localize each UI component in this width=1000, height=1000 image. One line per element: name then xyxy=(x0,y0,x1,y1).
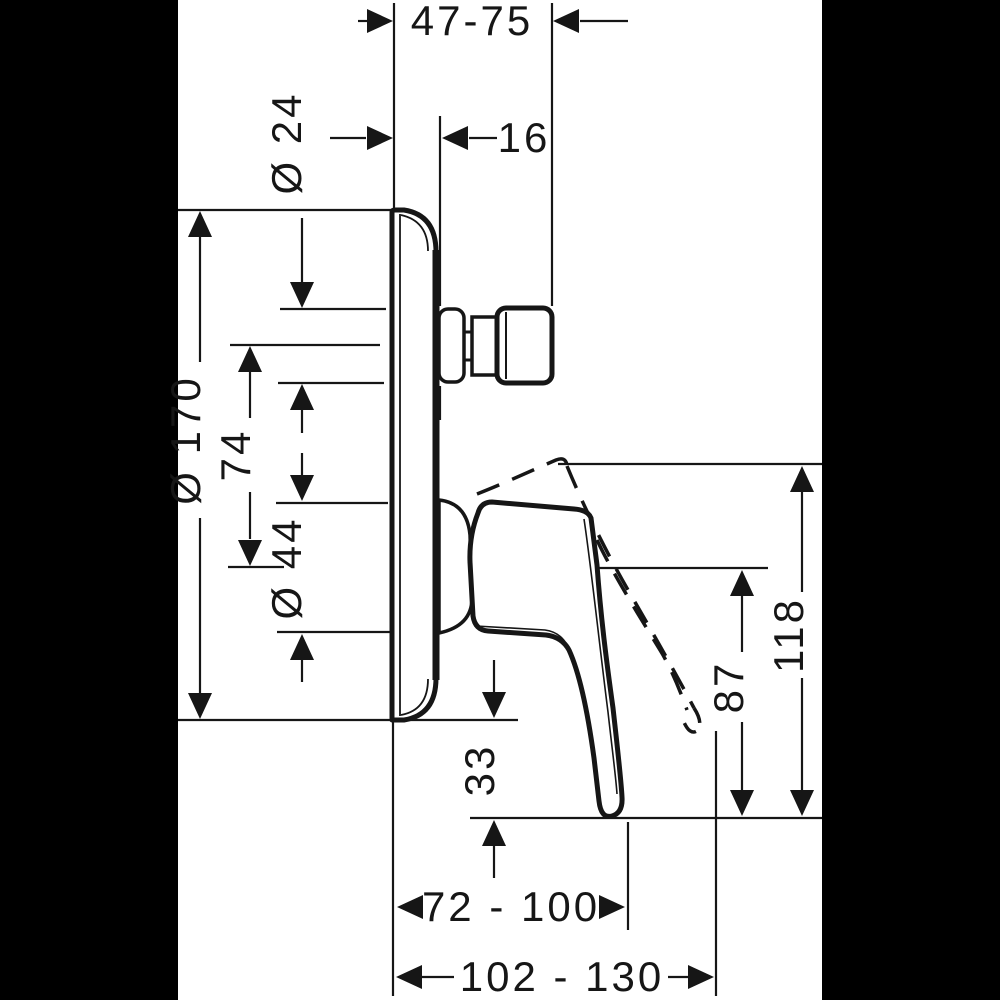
arrow-up xyxy=(238,346,262,372)
dim-connector-diameter: Ø 24 xyxy=(263,91,314,433)
arrow-up xyxy=(790,466,814,492)
lever-handle-open-dashed xyxy=(476,457,702,734)
dim-sleeve-diameter: 74 xyxy=(212,346,262,566)
pipe-connector xyxy=(437,305,555,386)
connector-cylinder xyxy=(470,315,499,377)
open-lever-front-edge xyxy=(565,465,696,709)
lever-blade-inner-line xyxy=(583,518,618,795)
dim-label-connector-diameter: Ø 24 xyxy=(263,91,310,194)
arrow-left xyxy=(396,965,422,989)
dim-label-depth-range: 47-75 xyxy=(411,0,533,44)
handle-base-hub xyxy=(437,498,474,635)
dim-label-handle-hub-diameter: Ø 44 xyxy=(263,516,310,619)
arrow-down xyxy=(188,693,212,719)
dim-label-lever-drop-below-plate: 33 xyxy=(456,744,503,797)
plate-outline xyxy=(389,207,439,723)
arrow-down xyxy=(730,790,754,816)
connector-cap xyxy=(437,307,466,384)
dim-lever-reach-open: 102 - 130 xyxy=(396,953,714,1000)
arrow-down xyxy=(790,790,814,816)
dim-label-lever-pivot-height: 87 xyxy=(705,661,752,714)
arrow-left xyxy=(553,9,579,33)
dim-plate-diameter: Ø 170 xyxy=(162,211,212,719)
open-lever-back-edge xyxy=(595,539,689,711)
dim-lever-drop-below-plate: 33 xyxy=(456,660,506,878)
arrow-left xyxy=(397,895,423,919)
lever-handle-closed xyxy=(467,499,625,819)
arrow-down xyxy=(290,282,314,308)
dim-label-lever-top-height: 118 xyxy=(765,597,812,673)
arrow-up xyxy=(290,384,314,410)
arrow-up xyxy=(482,820,506,846)
arrow-up xyxy=(290,634,314,660)
dim-label-plate-diameter: Ø 170 xyxy=(162,375,209,504)
plate-top-inner-corner xyxy=(400,214,429,252)
dim-handle-hub-diameter: Ø 44 xyxy=(263,453,314,682)
arrow-down xyxy=(482,692,506,718)
connector-nut xyxy=(494,305,555,386)
dim-plate-depth: 16 xyxy=(330,114,551,161)
lever-outline xyxy=(467,499,625,819)
arrow-down xyxy=(290,475,314,501)
open-lever-top-edge xyxy=(476,457,569,496)
arrow-left xyxy=(442,126,468,150)
extension-lines xyxy=(178,3,822,996)
arrow-right xyxy=(599,895,625,919)
arrow-up xyxy=(730,570,754,596)
dim-lever-top-height: 118 xyxy=(765,466,814,816)
arrow-right xyxy=(367,126,393,150)
dim-lever-reach-closed: 72 - 100 xyxy=(397,883,625,930)
arrow-right xyxy=(688,965,714,989)
arrow-down xyxy=(238,540,262,566)
dim-label-lever-reach-open: 102 - 130 xyxy=(460,953,664,1000)
dim-label-sleeve-diameter: 74 xyxy=(212,429,259,482)
escutcheon-plate xyxy=(389,207,440,723)
plate-bottom-inner-corner xyxy=(400,678,429,716)
arrow-up xyxy=(188,211,212,237)
dim-lever-pivot-height: 87 xyxy=(705,570,754,816)
open-lever-tip-arc xyxy=(681,707,702,734)
lever-underside-inner-line xyxy=(475,625,568,646)
dim-depth-range: 47-75 xyxy=(358,0,628,44)
arrow-right xyxy=(367,9,393,33)
dim-label-lever-reach-closed: 72 - 100 xyxy=(422,883,600,930)
dim-label-plate-depth: 16 xyxy=(498,114,551,161)
